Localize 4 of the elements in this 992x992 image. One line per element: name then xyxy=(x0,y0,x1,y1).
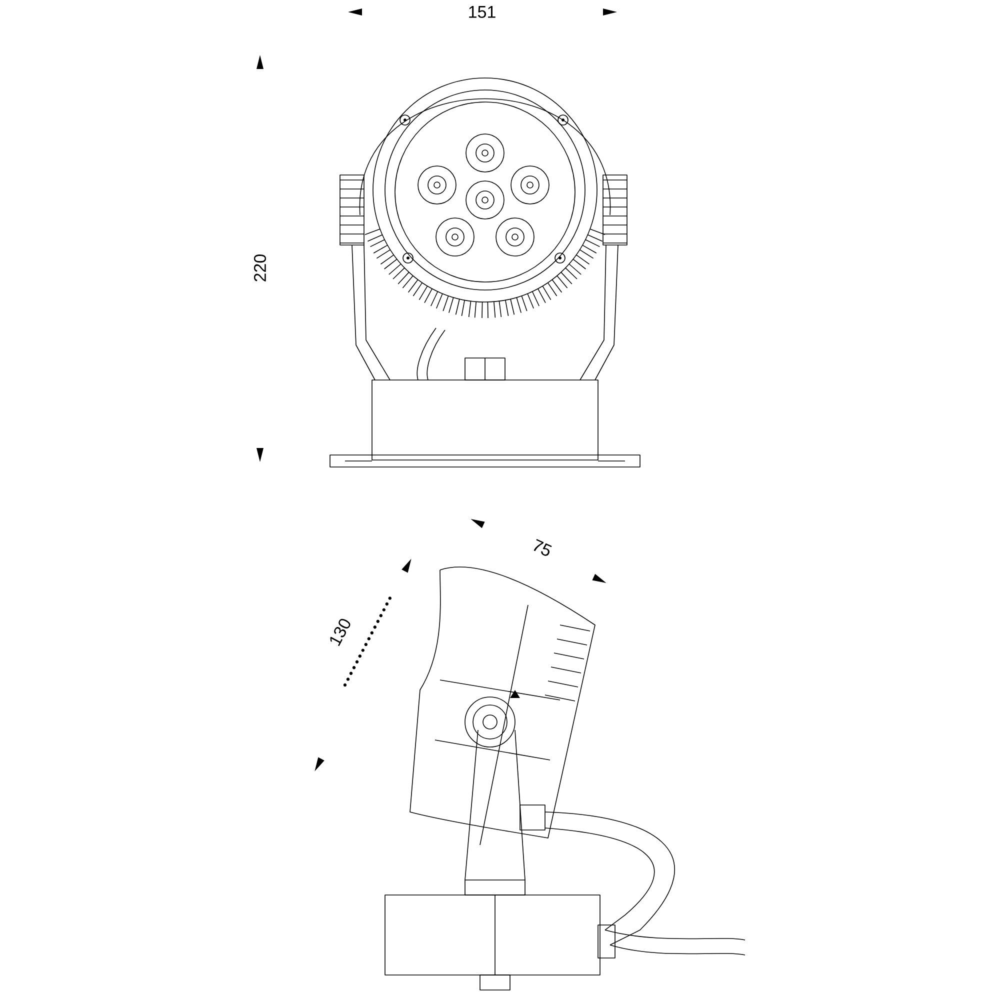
dimension-label: 75 xyxy=(534,539,552,556)
dimension-label: 220 xyxy=(254,254,266,282)
dimension-label: 151 xyxy=(469,6,496,18)
dimension-label: 130 xyxy=(330,618,350,646)
